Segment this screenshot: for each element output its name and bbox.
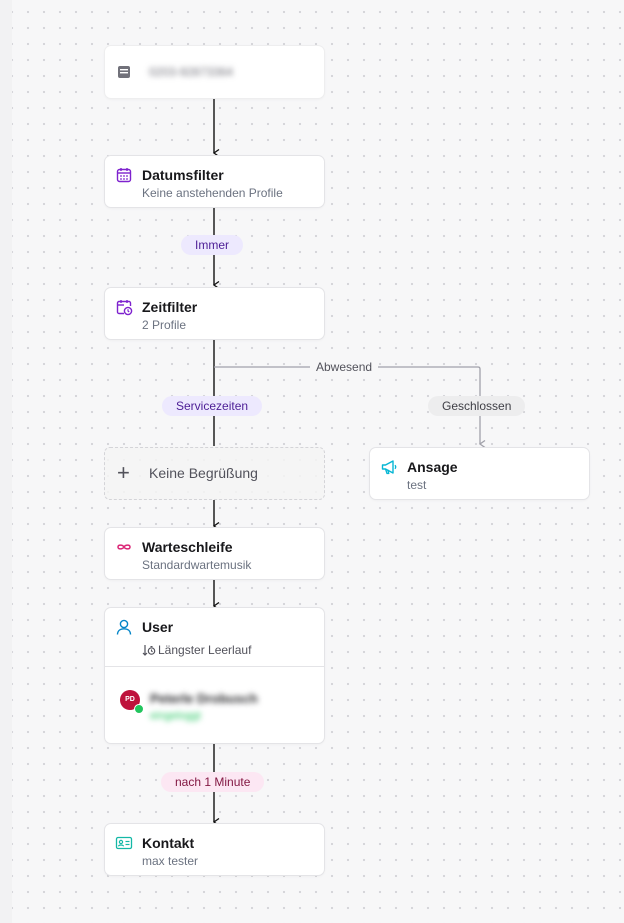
user-member-status: eingeloggt bbox=[150, 710, 201, 722]
megaphone-icon bbox=[381, 460, 397, 475]
datumsfilter-subtitle: Keine anstehenden Profile bbox=[142, 186, 283, 200]
zeitfilter-subtitle: 2 Profile bbox=[142, 318, 187, 332]
user-divider bbox=[105, 666, 324, 667]
phone-number-text: 0203-92873364 bbox=[149, 65, 234, 79]
edge-label-nach-1-minute: nach 1 Minute bbox=[161, 772, 265, 792]
edge-label-servicezeiten: Servicezeiten bbox=[162, 396, 263, 416]
warteschleife-subtitle: Standardwartemusik bbox=[142, 558, 252, 572]
datumsfilter-title: Datumsfilter bbox=[142, 167, 224, 183]
sort-timer-icon bbox=[142, 645, 156, 656]
contact-card-icon bbox=[115, 836, 133, 850]
zeitfilter-node[interactable]: Zeitfilter 2 Profile bbox=[104, 287, 325, 340]
calendar-icon bbox=[116, 168, 132, 183]
calendar-clock-icon bbox=[116, 300, 133, 316]
online-status-dot bbox=[134, 704, 144, 714]
edge-zeitfilter-ansage bbox=[214, 366, 480, 444]
user-icon bbox=[116, 619, 132, 635]
add-greeting-label: Keine Begrüßung bbox=[149, 465, 258, 481]
infinity-loop-icon bbox=[117, 544, 131, 550]
user-title: User bbox=[142, 619, 174, 635]
edge-label-immer: Immer bbox=[181, 235, 243, 255]
warteschleife-node[interactable]: Warteschleife Standardwartemusik bbox=[104, 527, 325, 580]
plus-icon: + bbox=[117, 460, 130, 485]
kontakt-subtitle: max tester bbox=[142, 854, 199, 868]
phone-number-icon bbox=[118, 66, 130, 78]
add-greeting-placeholder[interactable]: + Keine Begrüßung bbox=[104, 447, 325, 500]
edge-label-abwesend: Abwesend bbox=[310, 359, 379, 375]
user-member-name: Peterle Drobusch bbox=[150, 691, 258, 706]
zeitfilter-title: Zeitfilter bbox=[142, 299, 198, 315]
user-strategy: Längster Leerlauf bbox=[158, 643, 252, 657]
ansage-title: Ansage bbox=[407, 459, 458, 475]
edge-label-geschlossen: Geschlossen bbox=[428, 396, 526, 416]
kontakt-node[interactable]: Kontakt max tester bbox=[104, 823, 325, 876]
left-panel-edge bbox=[0, 0, 12, 923]
ansage-node[interactable]: Ansage test bbox=[369, 447, 590, 500]
warteschleife-title: Warteschleife bbox=[142, 539, 233, 555]
kontakt-title: Kontakt bbox=[142, 835, 195, 851]
user-node[interactable]: User Längster Leerlauf PD Peterle Drobus… bbox=[104, 607, 325, 744]
datumsfilter-node[interactable]: Datumsfilter Keine anstehenden Profile bbox=[104, 155, 325, 208]
phone-number-node[interactable]: 0203-92873364 bbox=[104, 45, 325, 99]
ansage-subtitle: test bbox=[407, 478, 427, 492]
